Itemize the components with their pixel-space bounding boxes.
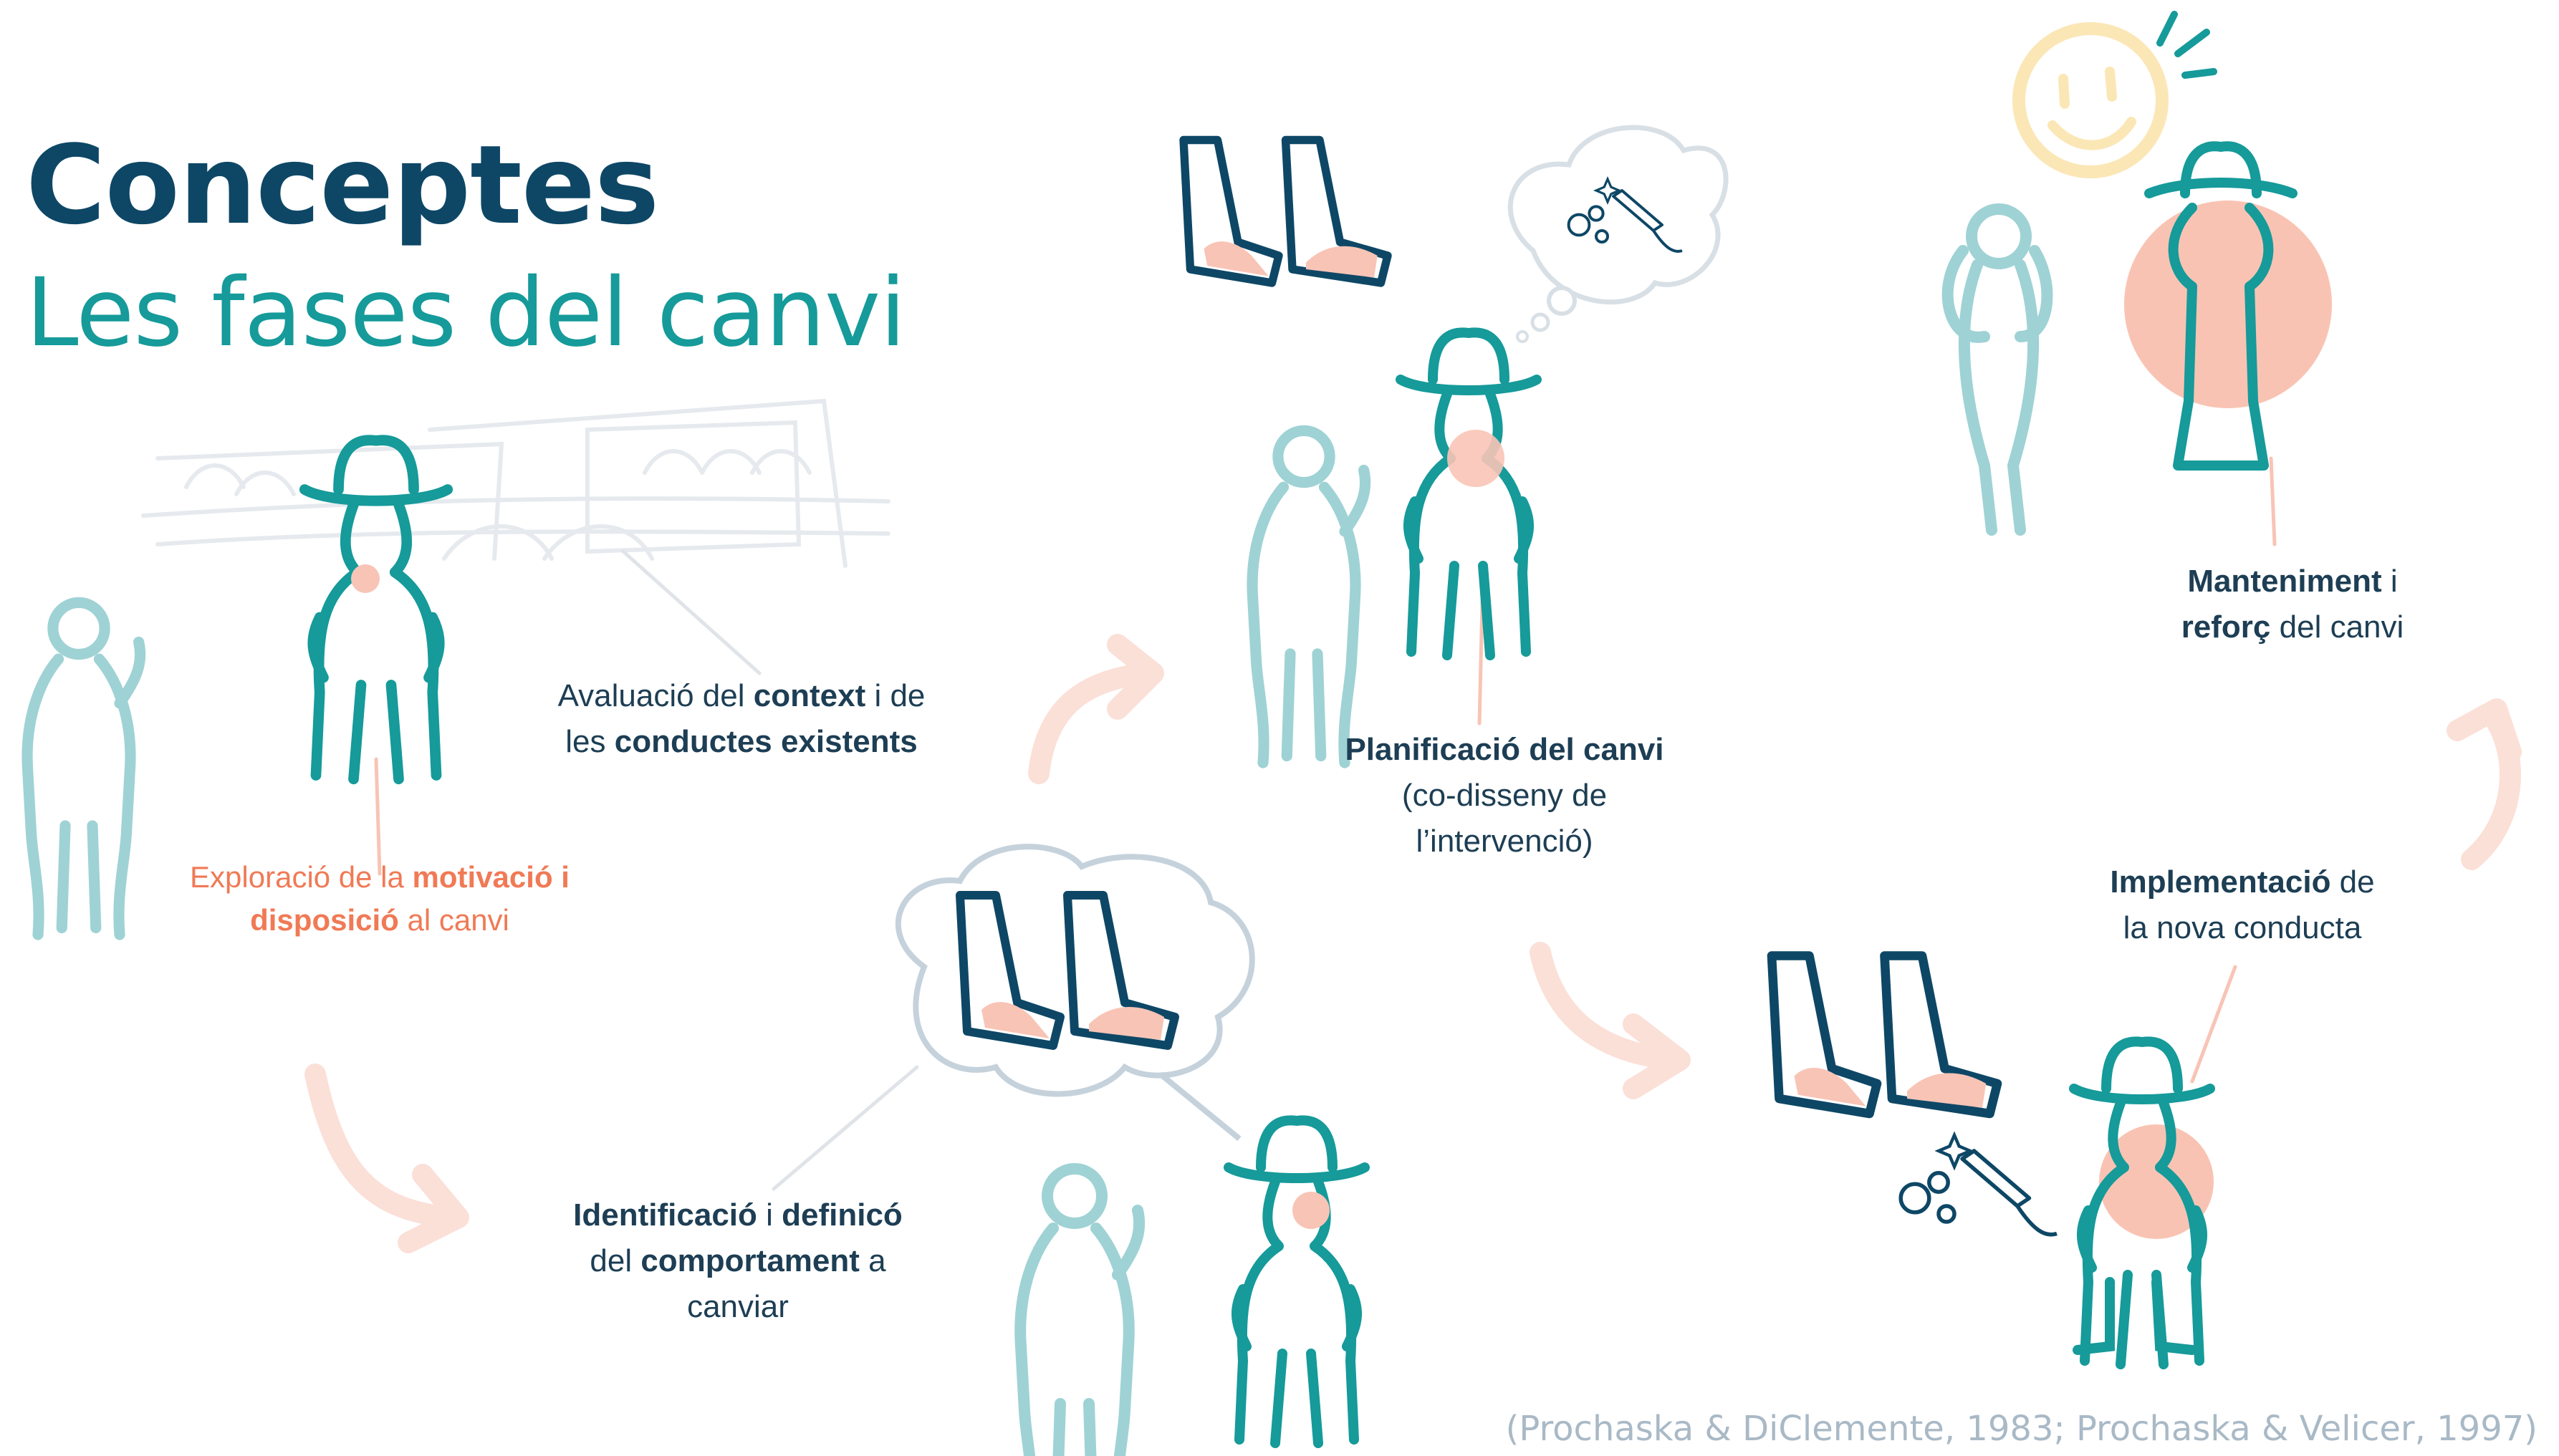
light-person-figure — [1252, 430, 1365, 763]
thought-tail — [1158, 1071, 1242, 1142]
heart-dot — [351, 564, 380, 593]
stage-label-motivation: Exploració de la motivació i disposició … — [190, 860, 570, 937]
curved-arrows — [304, 634, 2522, 1253]
light-person-head — [1966, 203, 2032, 269]
heart-dot — [1292, 1192, 1330, 1229]
connector-lines — [374, 456, 2277, 1191]
page-title: Conceptes — [26, 122, 659, 249]
stage-label-planning: Planificació del canvi (co-disseny de l’… — [1345, 732, 1664, 859]
page-subtitle: Les fases del canvi — [26, 258, 906, 368]
boots-icon — [1772, 956, 1997, 1114]
boots-icon — [1184, 140, 1388, 284]
stage-maintenance-figures — [1941, 11, 2332, 536]
stage-label-identification: Identificació i definicó del comportamen… — [573, 1197, 903, 1324]
thought-bubble — [1507, 125, 1729, 305]
light-person-figure — [1020, 1169, 1139, 1456]
farmer-figure — [1401, 332, 1537, 655]
sparkle-icon — [2156, 11, 2217, 79]
light-person-figure — [27, 602, 140, 935]
farmer-boots — [2073, 1277, 2197, 1355]
citation: (Prochaska & DiClemente, 1983; Prochaska… — [1505, 1409, 2538, 1449]
stage-label-maintenance: Manteniment i reforç del canvi — [2181, 564, 2404, 645]
heart-dot — [2124, 201, 2332, 408]
stage-identification-figures — [895, 844, 1365, 1456]
stage-label-context: Avaluació del context i de les conductes… — [557, 678, 926, 759]
farmer-figure — [1229, 1120, 1365, 1443]
heart-dot — [1447, 430, 1504, 487]
spray-icon — [1901, 1135, 2057, 1235]
heart-dot — [2099, 1124, 2214, 1239]
stage-motivation-figures — [27, 440, 448, 935]
stage-label-implementation: Implementació de la nova conducta — [2110, 864, 2375, 945]
farm-sketch — [141, 398, 890, 568]
cowboy-hat — [2144, 141, 2298, 198]
stage-implementation-figures — [1772, 956, 2214, 1365]
farmer-figure — [304, 440, 448, 779]
farmer-figure — [2168, 203, 2274, 471]
smiley-sun-icon — [2012, 22, 2169, 178]
stage-planning-figures — [1184, 125, 1729, 763]
light-person-body — [1958, 259, 2040, 536]
